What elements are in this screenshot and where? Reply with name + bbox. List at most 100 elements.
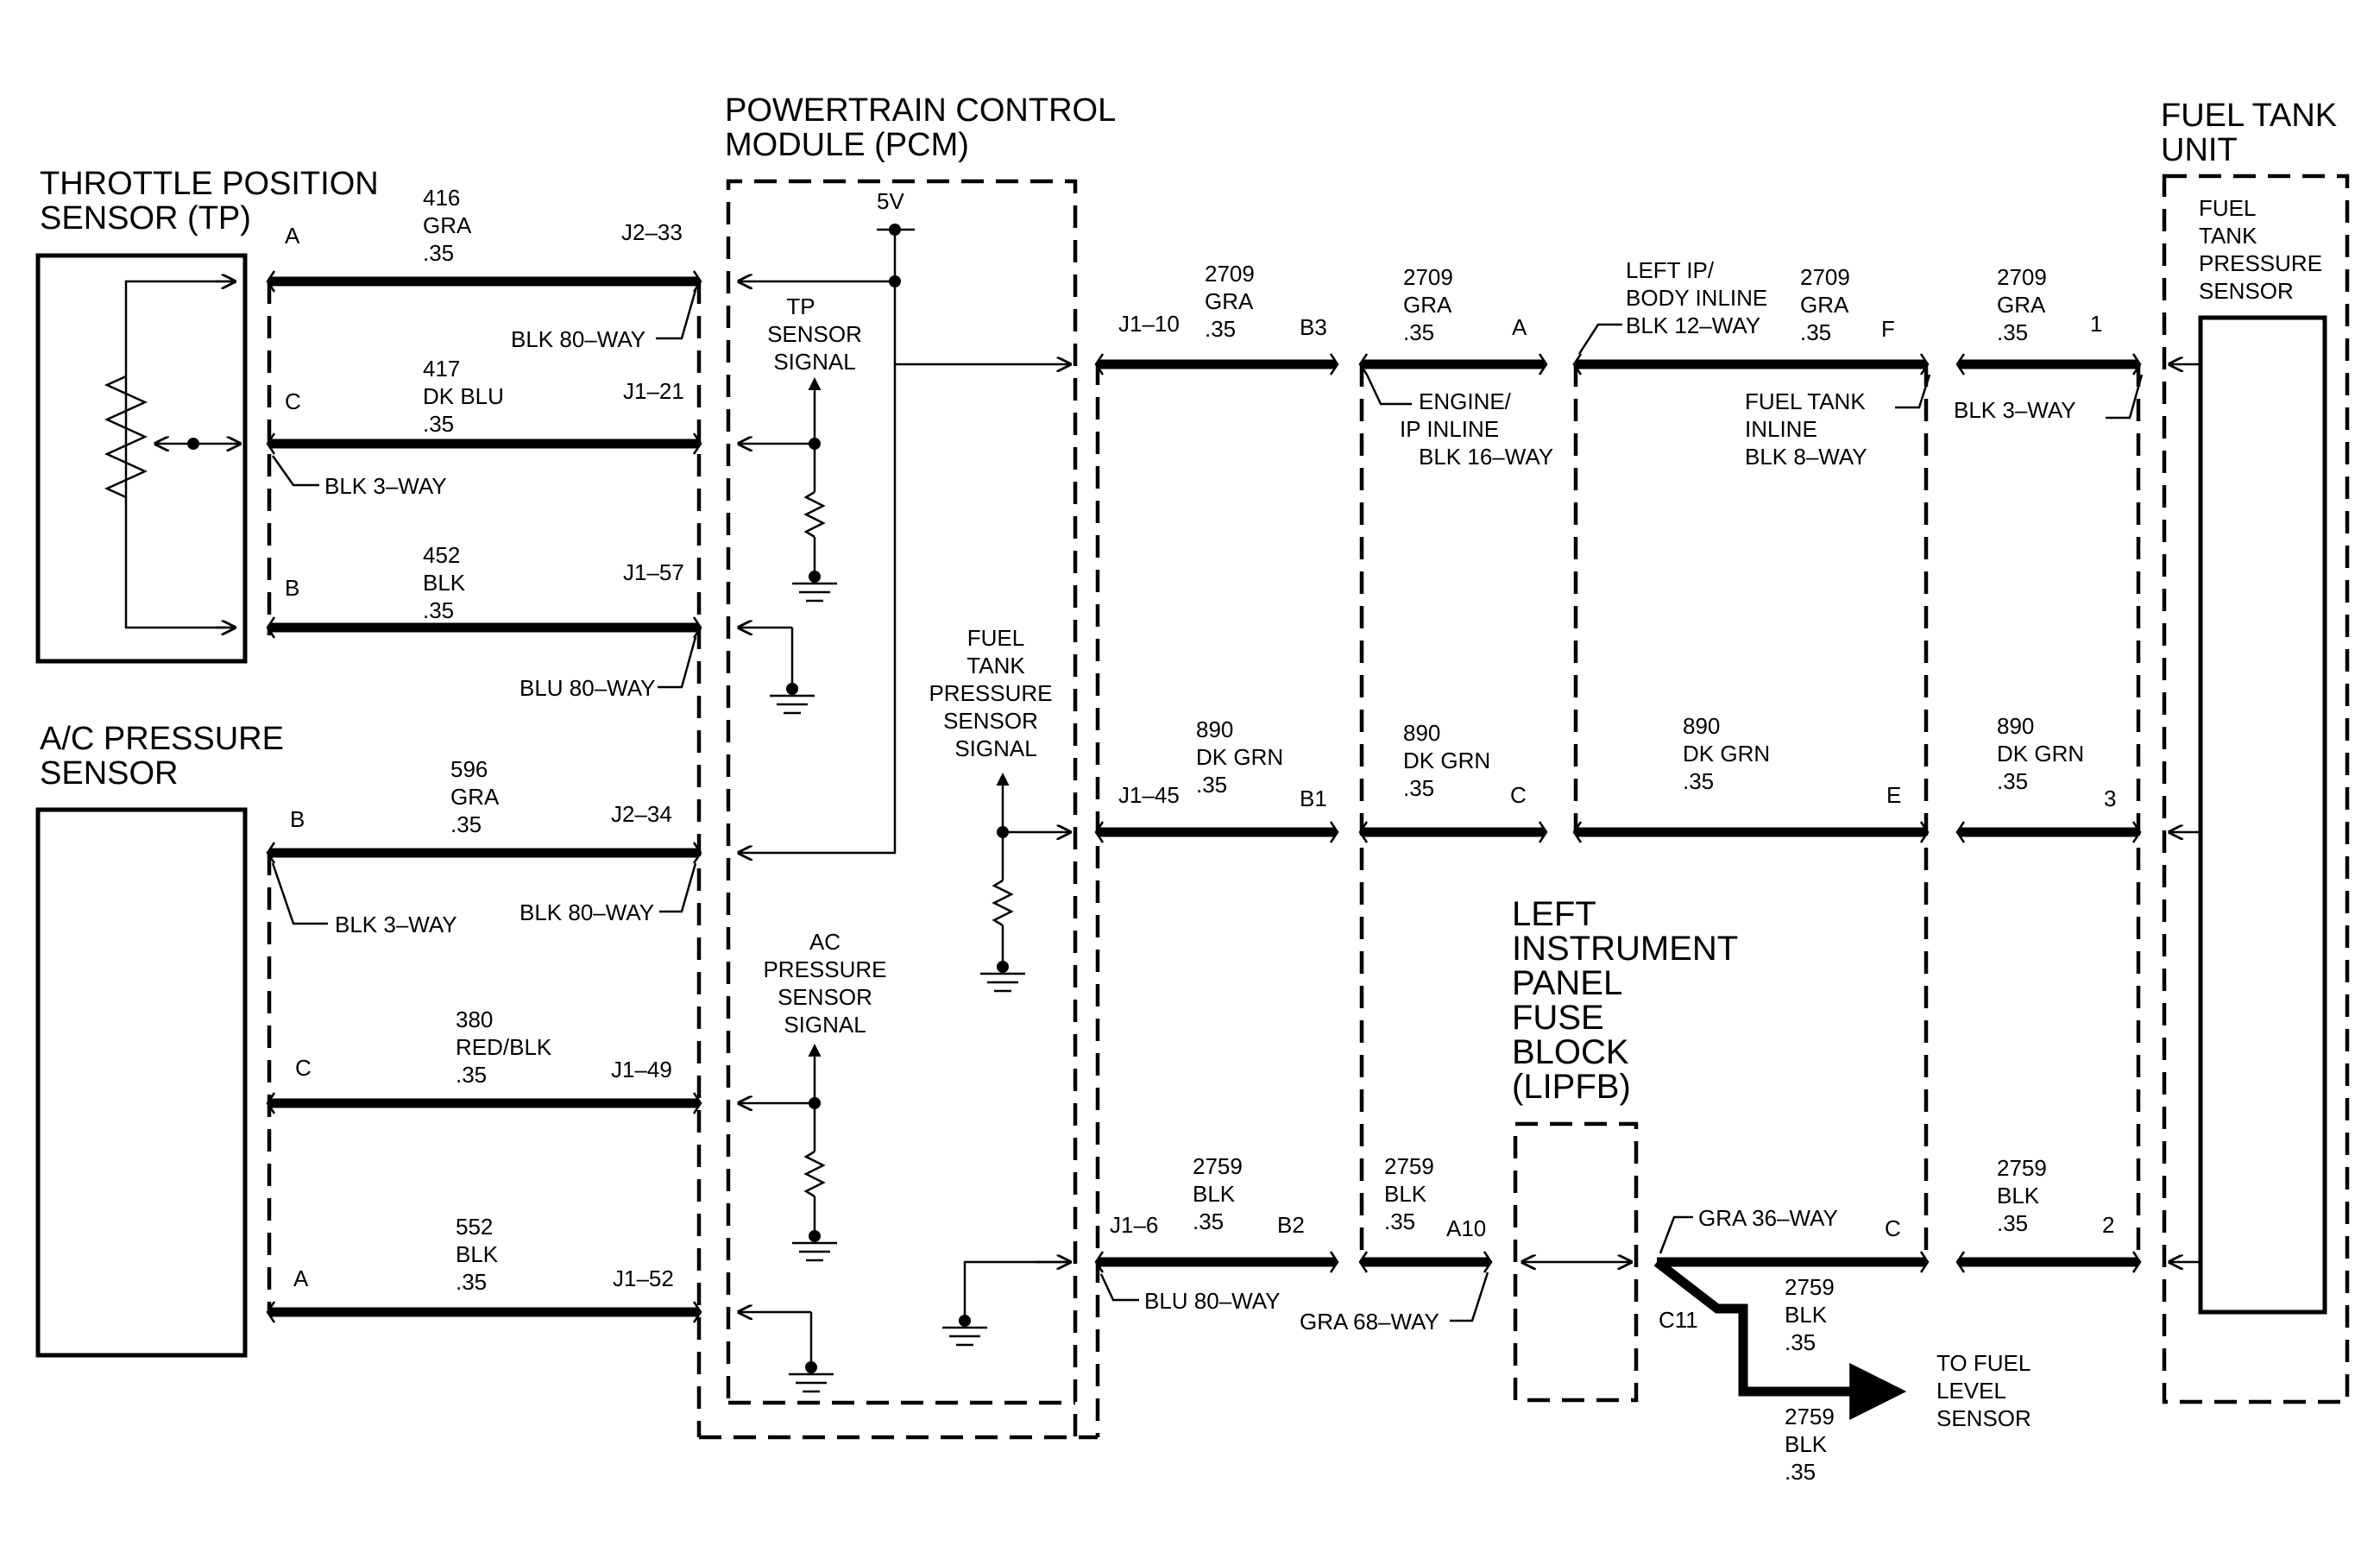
pin-label: F	[1881, 316, 1895, 342]
ac-sensor-box	[35, 807, 248, 1358]
tp-sensor-internal	[124, 280, 235, 629]
ground-icon	[770, 694, 815, 715]
fuel-tank-unit: FUEL TANK UNIT FUEL TANK PRESSURE SENSOR	[2161, 98, 2350, 1404]
pin-label: J1–52	[613, 1265, 674, 1291]
pin-label: 1	[2090, 311, 2102, 337]
destination-label: LEVEL	[1936, 1378, 2006, 1404]
lipfb-title: BLOCK	[1512, 1033, 1629, 1071]
ground-icon	[942, 1326, 987, 1347]
pin-label: J1–6	[1110, 1212, 1158, 1238]
pin-label: J1–57	[623, 559, 684, 585]
color-label: GRA	[1997, 292, 2046, 318]
connector-label: BLK 80–WAY	[519, 899, 654, 925]
pcm-title-1: POWERTRAIN CONTROL	[725, 92, 1116, 129]
pin-label: 3	[2104, 786, 2116, 811]
circuit-label: 2759	[1785, 1274, 1835, 1300]
gauge-label: .35	[1193, 1208, 1224, 1234]
pin-label: A10	[1446, 1215, 1486, 1241]
fuel-unit-box	[2162, 174, 2350, 1404]
tp-signal-label: SENSOR	[767, 321, 862, 347]
gauge-label: .35	[423, 240, 454, 266]
connector-label: C11	[1659, 1307, 1698, 1333]
lipfb-title: LEFT	[1512, 895, 1596, 933]
pin-label: C	[285, 388, 301, 414]
circuit-label: 2759	[1785, 1404, 1835, 1429]
color-label: GRA	[1403, 292, 1452, 318]
resistor-icon	[803, 1150, 826, 1198]
connector-label: FUEL TANK	[1745, 388, 1866, 414]
connector-label: LEFT IP/	[1626, 257, 1715, 283]
gauge-label: .35	[1800, 319, 1831, 345]
gauge-label: .35	[1403, 775, 1434, 801]
lipfb-title: FUSE	[1512, 999, 1604, 1037]
gauge-label: .35	[1785, 1459, 1816, 1485]
ground-icon	[789, 1373, 834, 1393]
connector-label: GRA 36–WAY	[1698, 1205, 1838, 1231]
circuit-label: 890	[1403, 720, 1440, 746]
ac-signal-label: SENSOR	[778, 984, 872, 1010]
pin-label: B3	[1300, 314, 1327, 340]
ftp-signal-label: SENSOR	[943, 708, 1038, 734]
pcm-boundary	[726, 179, 1078, 1437]
lipfb-title: INSTRUMENT	[1512, 930, 1738, 968]
ac-signal-label: PRESSURE	[763, 956, 886, 982]
connector-label: BLK 80–WAY	[511, 326, 645, 352]
ftp-signal-label: TANK	[966, 653, 1025, 678]
circuit-label: 416	[423, 185, 460, 211]
ac-signal-label: SIGNAL	[784, 1012, 866, 1038]
ftp-sensor-title: SENSOR	[2199, 278, 2294, 304]
tp-sensor-title-1: THROTTLE POSITION	[40, 166, 379, 202]
pin-label: B	[290, 806, 305, 832]
pin-label: C	[1885, 1215, 1901, 1241]
ftp-sensor-title: FUEL	[2199, 195, 2256, 221]
circuit-label: 552	[456, 1214, 493, 1240]
gauge-label: .35	[1403, 319, 1434, 345]
circuit-label: 890	[1196, 716, 1233, 742]
resistor-icon	[803, 490, 826, 539]
ground-icon	[980, 972, 1025, 993]
circuit-label: 890	[1683, 713, 1720, 739]
connector-label: BODY INLINE	[1626, 285, 1767, 311]
ftp-signal-label: PRESSURE	[929, 680, 1052, 706]
color-label: GRA	[1800, 292, 1849, 318]
gauge-label: .35	[1683, 768, 1714, 794]
ftp-signal-label: FUEL	[967, 625, 1024, 651]
left-wire-labels: A 416 GRA .35 J2–33 C 417 DK BLU .35 J1–…	[285, 185, 684, 1295]
circuit-label: 2709	[1205, 261, 1255, 287]
circuit-label: 2759	[1193, 1153, 1243, 1179]
pin-label: B2	[1277, 1212, 1305, 1238]
color-label: BLK	[1785, 1431, 1828, 1457]
vref-label: 5V	[877, 188, 904, 214]
pin-label: 2	[2102, 1212, 2114, 1238]
pin-label: B	[285, 575, 299, 601]
lipfb-title: PANEL	[1512, 964, 1622, 1002]
tp-sensor-box	[35, 253, 248, 664]
color-label: DK GRN	[1403, 748, 1490, 773]
pcm: POWERTRAIN CONTROL MODULE (PCM) 5V TP SE…	[699, 92, 1116, 1440]
circuit-label: 2759	[1997, 1155, 2047, 1181]
potentiometer-icon	[104, 375, 148, 499]
lipfb-box	[1513, 1121, 1639, 1403]
right-wire-labels: J1–10 2709 GRA .35 B3 2709 GRA .35 A LEF…	[1099, 257, 2144, 1485]
ftp-signal-label: SIGNAL	[954, 735, 1036, 761]
color-label: DK GRN	[1683, 741, 1770, 767]
pin-label: A	[285, 223, 300, 249]
circuit-label: 452	[423, 542, 460, 568]
pin-label: J2–33	[621, 219, 683, 245]
color-label: GRA	[423, 212, 472, 238]
lipfb-title: (LIPFB)	[1512, 1068, 1631, 1106]
ground-icon	[792, 1241, 837, 1262]
color-label: DK BLU	[423, 383, 504, 409]
destination-label: TO FUEL	[1936, 1350, 2031, 1376]
connector-label: ENGINE/	[1419, 388, 1512, 414]
pin-label: A	[1512, 314, 1527, 340]
tp-sensor: THROTTLE POSITION SENSOR (TP)	[35, 166, 379, 664]
circuit-label: 2709	[1800, 264, 1850, 290]
gauge-label: .35	[1997, 319, 2028, 345]
circuit-label: 417	[423, 356, 460, 382]
pin-label: C	[1510, 782, 1527, 808]
pin-label: A	[293, 1265, 309, 1291]
left-connector-labels: BLK 80–WAY BLK 3–WAY BLU 80–WAY BLK 3–WA…	[271, 289, 697, 937]
connector-label: BLK 8–WAY	[1745, 444, 1867, 470]
